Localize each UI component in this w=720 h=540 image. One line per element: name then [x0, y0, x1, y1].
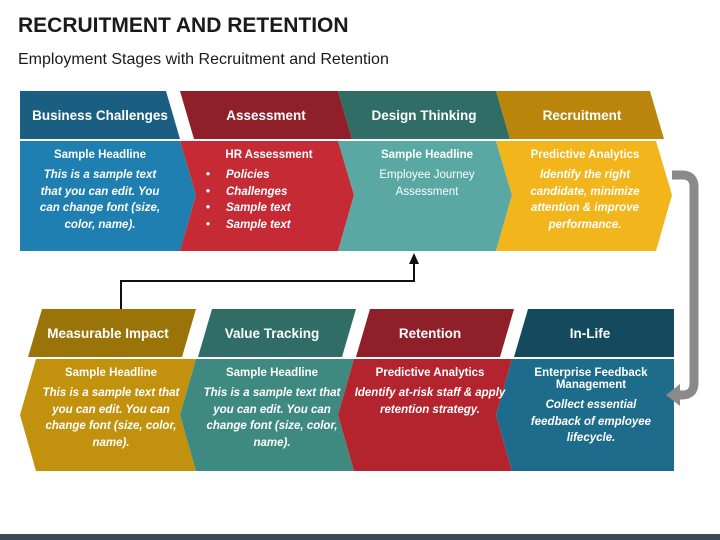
stage-headline: Enterprise Feedback Management	[534, 367, 648, 391]
feedback-arrowhead-icon	[409, 253, 419, 264]
stage-headline: Predictive Analytics	[375, 367, 485, 379]
stage-shape-design-thinking	[338, 91, 512, 251]
list-item: •Challenges	[206, 185, 288, 198]
stage-title: Recruitment	[542, 107, 622, 123]
uturn-arrowhead-icon	[666, 384, 680, 406]
stage-bullet-list: •Policies •Challenges •Sample text •Samp…	[204, 167, 334, 233]
stage-assessment: Assessment HR Assessment •Policies •Chal…	[180, 91, 352, 253]
stage-description: Collect essential feedback of employee l…	[530, 399, 652, 444]
stage-description: This is a sample text that you can edit.…	[42, 387, 180, 449]
stage-business-challenges: Business Challenges Sample Headline This…	[20, 91, 180, 253]
stage-headline: Sample Headline	[380, 149, 474, 161]
stage-shape-value-tracking	[180, 309, 356, 471]
stage-shape-assessment	[180, 91, 354, 251]
stage-measurable-impact: Measurable Impact Sample Headline This i…	[22, 309, 194, 471]
stage-value-tracking: Value Tracking Sample Headline This is a…	[186, 309, 358, 471]
stage-shape-recruitment	[496, 91, 672, 251]
stage-title: Retention	[398, 325, 462, 341]
stage-headline: HR Assessment	[225, 149, 313, 161]
stage-description: Identify at-risk staff & apply retention…	[354, 387, 506, 416]
list-item: •Sample text	[206, 202, 291, 214]
stage-headline: Sample Headline	[64, 367, 158, 379]
list-item: •Policies	[206, 169, 270, 181]
stage-title: Value Tracking	[224, 325, 320, 341]
stage-shape-retention	[338, 309, 514, 471]
stage-description: Identify the right candidate, minimize a…	[530, 169, 640, 231]
stage-headline: Sample Headline	[53, 149, 147, 161]
stage-headline: Sample Headline	[225, 367, 319, 379]
stage-title: Design Thinking	[371, 107, 477, 123]
feedback-connector	[120, 262, 415, 309]
stage-retention: Retention Predictive Analytics Identify …	[344, 309, 516, 471]
stage-in-life: In-Life Enterprise Feedback Management C…	[506, 309, 674, 471]
stage-shape-measurable-impact	[20, 309, 196, 471]
stage-title: Business Challenges	[32, 107, 168, 123]
stage-description: This is a sample text that you can edit.…	[203, 387, 341, 449]
stage-headline: Predictive Analytics	[530, 149, 640, 161]
uturn-arrow	[672, 170, 699, 400]
stage-shape-business-challenges	[20, 91, 196, 251]
stage-description: Employee Journey Assessment	[379, 169, 475, 198]
footer-bar	[0, 534, 720, 540]
slide-title: RECRUITMENT AND RETENTION	[18, 14, 349, 37]
list-item: •Sample text	[206, 218, 291, 231]
stage-title: Measurable Impact	[47, 325, 169, 341]
stage-shape-in-life	[496, 309, 674, 471]
slide-subtitle: Employment Stages with Recruitment and R…	[18, 51, 389, 68]
stage-recruitment: Recruitment Predictive Analytics Identif…	[496, 91, 668, 253]
stage-title: Assessment	[226, 107, 306, 123]
stage-title: In-Life	[569, 325, 611, 341]
stage-description: This is a sample text that you can edit.…	[39, 169, 161, 231]
stage-design-thinking: Design Thinking Sample Headline Employee…	[338, 91, 510, 253]
